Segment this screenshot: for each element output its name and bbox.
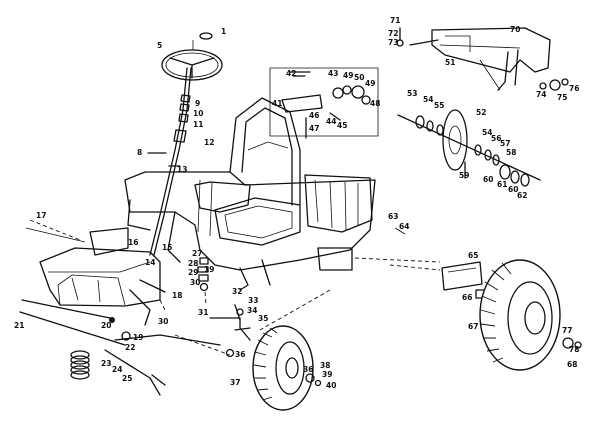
part-label: 51 [445, 58, 455, 67]
part-label: 46 [309, 111, 319, 120]
part-label: 63 [388, 212, 398, 221]
part-label: 54 [423, 95, 433, 104]
part-label: 50 [354, 73, 364, 82]
part-label: 49 [365, 79, 375, 88]
part-label: 67 [468, 322, 478, 331]
part-label: 21 [14, 321, 24, 330]
steering-wheel [161, 32, 223, 81]
part-label: 42 [286, 69, 296, 78]
part-label: 59 [459, 171, 469, 180]
part-label: 44 [326, 117, 336, 126]
part-label: 22 [125, 343, 135, 352]
pedal-linkage [197, 257, 209, 306]
part-label: 9 [195, 99, 200, 108]
part-label: 62 [517, 191, 527, 200]
part-label: 24 [112, 365, 122, 374]
part-label: 27 [192, 249, 202, 258]
part-label: 56 [491, 134, 501, 143]
body-frame [124, 97, 376, 291]
part-label: 40 [326, 381, 336, 390]
inset-box [269, 67, 379, 139]
part-label: 43 [328, 69, 338, 78]
part-label: 58 [506, 148, 516, 157]
part-label: 73 [388, 38, 398, 47]
rear-axle-sprocket [397, 109, 541, 187]
front-wheel [252, 325, 322, 411]
part-label: 28 [188, 259, 198, 268]
part-label: 11 [193, 120, 203, 129]
part-label: 12 [204, 138, 214, 147]
tie-rods [19, 227, 221, 396]
part-label: 29 [188, 268, 198, 277]
part-label: 71 [390, 16, 400, 25]
part-label: 10 [193, 109, 203, 118]
part-label: 19 [204, 265, 214, 274]
part-label: 60 [483, 175, 493, 184]
part-label: 57 [500, 139, 510, 148]
part-label: 15 [162, 243, 172, 252]
part-label: 34 [247, 306, 257, 315]
part-label: 13 [177, 165, 187, 174]
part-label: 23 [101, 359, 111, 368]
part-label: 45 [337, 121, 347, 130]
leader-lines [29, 219, 441, 356]
coil-spring [70, 350, 90, 380]
part-label: 61 [497, 180, 507, 189]
part-label: 38 [320, 361, 330, 370]
part-label: 48 [370, 99, 380, 108]
part-label: 30 [158, 317, 168, 326]
front-spindle [209, 304, 251, 358]
part-label: 49 [343, 71, 353, 80]
part-label: 20 [101, 321, 111, 330]
front-axle [39, 227, 161, 307]
part-label: 32 [232, 287, 242, 296]
part-label: 66 [462, 293, 472, 302]
part-label: 17 [36, 211, 46, 220]
part-label: 36 [235, 350, 245, 359]
part-label: 78 [569, 345, 579, 354]
part-label: 52 [476, 108, 486, 117]
part-label: 30 [190, 278, 200, 287]
rear-cover [396, 27, 569, 91]
part-label: 64 [399, 222, 409, 231]
part-label: 19 [133, 333, 143, 342]
part-label: 72 [388, 29, 398, 38]
part-label: 68 [567, 360, 577, 369]
part-label: 65 [468, 251, 478, 260]
part-label: 5 [157, 41, 162, 50]
part-label: 33 [248, 296, 258, 305]
part-label: 77 [562, 326, 572, 335]
part-label: 37 [230, 378, 240, 387]
steering-column [147, 67, 192, 256]
part-label: 74 [536, 90, 546, 99]
part-label: 75 [557, 93, 567, 102]
part-label: 1 [221, 27, 226, 36]
part-label: 35 [258, 314, 268, 323]
part-label: 8 [137, 148, 142, 157]
part-label: 60 [508, 185, 518, 194]
part-label: 47 [309, 124, 319, 133]
part-label: 18 [172, 291, 182, 300]
part-label: 76 [569, 84, 579, 93]
part-label: 39 [322, 370, 332, 379]
part-label: 41 [272, 99, 282, 108]
part-label: 36 [303, 365, 313, 374]
rear-wheel [479, 259, 582, 371]
part-label: 70 [510, 25, 520, 34]
part-label: 31 [198, 308, 208, 317]
part-label: 14 [145, 258, 155, 267]
part-label: 53 [407, 89, 417, 98]
part-label: 55 [434, 101, 444, 110]
part-label: 54 [482, 128, 492, 137]
part-label: 25 [122, 374, 132, 383]
part-label: 16 [128, 238, 138, 247]
